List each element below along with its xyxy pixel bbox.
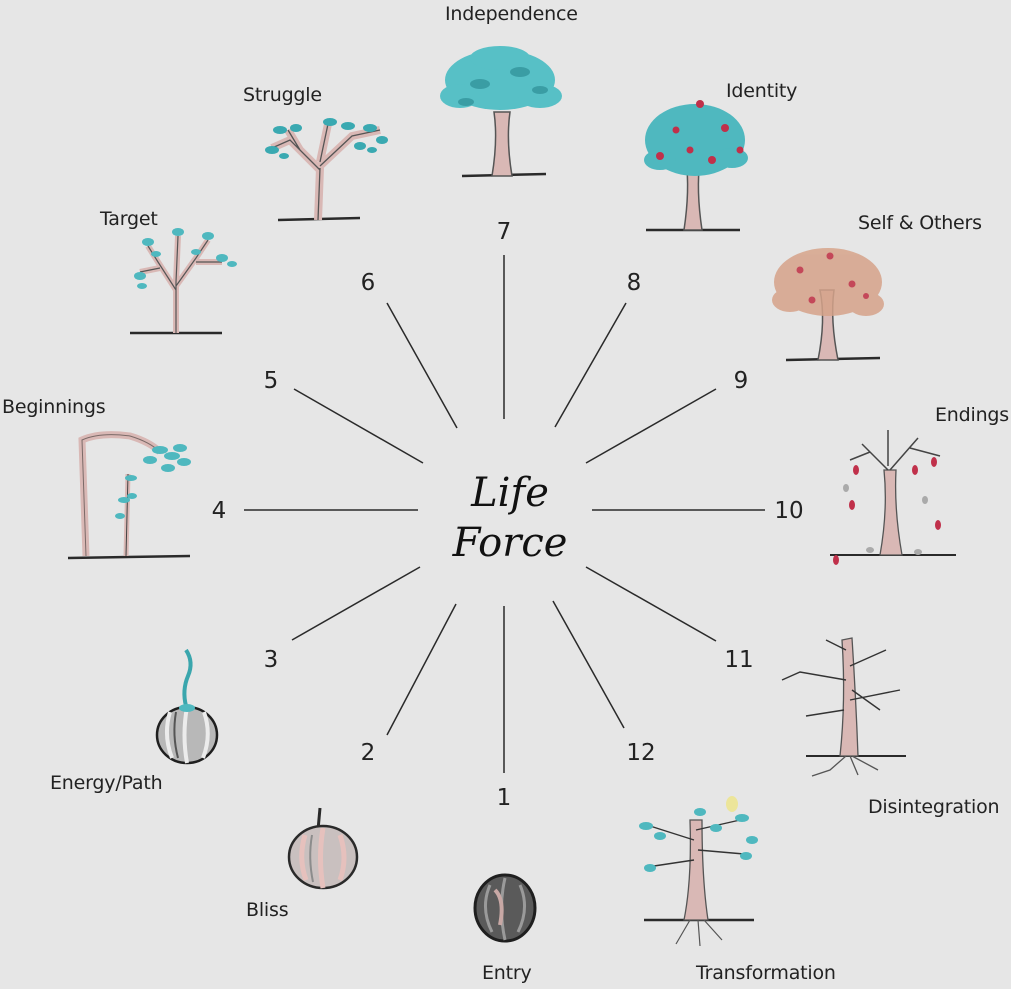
spoke-line-8 [554, 302, 627, 428]
transformation-tree-icon [639, 796, 758, 947]
stage-label-independence: Independence [445, 3, 578, 25]
self-others-tree-icon [772, 248, 884, 362]
target-tree-icon [130, 228, 237, 335]
spoke-number-10: 10 [774, 498, 804, 524]
stage-label-struggle: Struggle [243, 84, 322, 106]
spoke-line-3 [291, 566, 421, 641]
stage-label-disintegration: Disintegration [868, 796, 1000, 818]
stage-label-self-others: Self & Others [858, 212, 982, 234]
spoke-line-12 [552, 600, 625, 729]
stage-label-entry: Entry [482, 962, 532, 984]
spoke-lines [244, 255, 765, 773]
bliss-seed-icon [287, 807, 359, 890]
spoke-number-1: 1 [496, 785, 512, 811]
center-title-line2: Force [452, 520, 568, 566]
spoke-number-4: 4 [211, 498, 227, 524]
stage-label-bliss: Bliss [246, 899, 289, 921]
center-title: Life Force [420, 468, 600, 568]
spoke-line-2 [386, 603, 457, 736]
struggle-tree-icon [265, 118, 388, 222]
spoke-number-5: 5 [263, 368, 279, 394]
stage-label-transformation: Transformation [696, 962, 836, 984]
spoke-number-8: 8 [626, 270, 642, 296]
spoke-number-2: 2 [360, 740, 376, 766]
identity-tree-icon [644, 100, 748, 232]
disintegration-tree-icon [781, 637, 906, 777]
center-title-line1: Life [471, 470, 549, 516]
stage-label-endings: Endings [935, 404, 1009, 426]
spoke-number-7: 7 [496, 219, 512, 245]
spoke-line-11 [585, 566, 717, 642]
stage-label-target: Target [100, 208, 158, 230]
spoke-number-3: 3 [263, 647, 279, 673]
stage-label-identity: Identity [726, 80, 798, 102]
spoke-number-12: 12 [626, 740, 656, 766]
spoke-number-9: 9 [733, 368, 749, 394]
stage-label-energy-path: Energy/Path [50, 772, 163, 794]
spoke-number-11: 11 [724, 647, 754, 673]
spoke-line-9 [585, 388, 717, 464]
spoke-line-6 [386, 302, 458, 429]
entry-seed-icon [473, 873, 537, 943]
spoke-line-5 [293, 388, 424, 464]
energy-sprout-icon [155, 648, 219, 765]
spoke-number-6: 6 [360, 270, 376, 296]
endings-tree-icon [830, 430, 956, 565]
stage-label-beginnings: Beginnings [2, 396, 106, 418]
beginnings-sapling-icon [67, 431, 191, 560]
independence-tree-icon [440, 46, 562, 178]
